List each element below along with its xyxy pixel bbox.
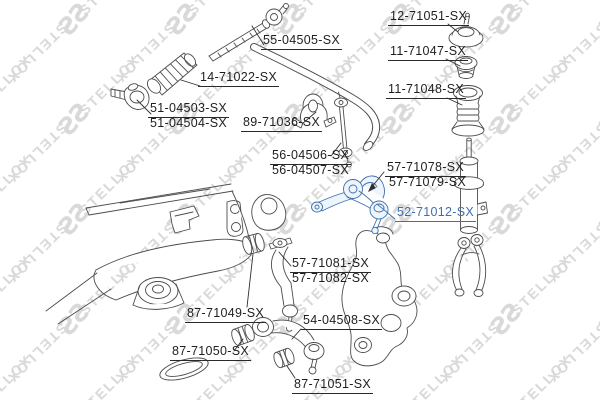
part-label-57-71082-sx: 57-71082-SX	[292, 271, 369, 285]
part-label-55-04505-sx: 55-04505-SX	[261, 34, 342, 50]
leader-lines	[136, 23, 463, 379]
arm-bushing-front-drawing	[231, 324, 255, 346]
dust-boot-drawing	[451, 85, 485, 137]
part-label-56-04507-sx: 56-04507-SX	[272, 163, 349, 177]
strut-mount-drawing	[448, 12, 484, 48]
part-label-89-71036-sx: 89-71036-SX	[241, 116, 322, 132]
part-label-57-71078-sx: 57-71078-SX	[385, 161, 466, 177]
stabilizer-bushing-bracket-drawing	[291, 93, 337, 129]
bump-stop-drawing	[454, 56, 478, 79]
subframe-drawing	[45, 183, 287, 381]
upper-control-arm-highlighted-drawing	[311, 175, 389, 235]
part-label-57-71081-sx: 57-71081-SX	[290, 257, 371, 273]
part-label-52-71012-sx-highlighted[interactable]: 52-71012-SX	[395, 206, 476, 222]
part-label-87-71050-sx: 87-71050-SX	[170, 345, 251, 361]
stabilizer-bar-drawing	[250, 43, 381, 151]
part-label-11-71048-sx: 11-71048-SX	[386, 83, 467, 99]
part-label-51-04504-sx: 51-04504-SX	[150, 116, 227, 130]
subframe-bushing-drawing	[242, 232, 265, 255]
part-label-56-04506-sx: 56-04506-SX	[270, 149, 351, 165]
part-label-12-71051-sx: 12-71051-SX	[388, 10, 469, 26]
part-label-54-04508-sx: 54-04508-SX	[301, 314, 382, 330]
front-lower-arm-drawing	[252, 317, 325, 375]
tie-rod-end-drawing	[110, 83, 150, 110]
part-label-11-71047-sx: 11-71047-SX	[388, 45, 469, 61]
part-label-87-71049-sx: 87-71049-SX	[185, 307, 266, 323]
rear-lower-arm-drawing	[268, 237, 298, 332]
strut-drawing	[454, 137, 488, 234]
part-label-87-71051-sx: 87-71051-SX	[292, 378, 373, 394]
tie-rod-drawing	[208, 3, 289, 62]
steering-boot-drawing	[146, 52, 198, 96]
part-label-57-71079-sx: 57-71079-SX	[389, 175, 466, 189]
part-label-51-04503-sx: 51-04503-SX	[148, 102, 229, 118]
stabilizer-link-drawing	[334, 91, 353, 168]
strut-fork-drawing	[452, 234, 487, 297]
part-label-14-71022-sx: 14-71022-SX	[198, 71, 279, 87]
steering-knuckle-drawing	[341, 226, 418, 367]
arm-bushing-rear-drawing	[273, 347, 295, 369]
